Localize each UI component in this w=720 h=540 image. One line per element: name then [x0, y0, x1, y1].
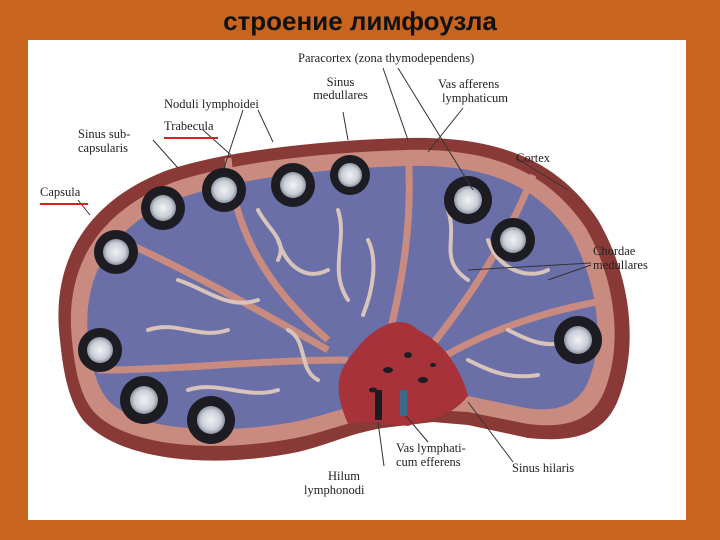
label-hilum-1: Hilum [328, 469, 360, 483]
label-vas-efferens-1: Vas lymphati- [396, 441, 466, 455]
lymphoid-nodules [78, 155, 602, 444]
label-cortex: Cortex [516, 151, 551, 165]
slide-title: строение лимфоузла [223, 6, 497, 36]
hilum-region [338, 321, 468, 426]
label-vas-afferens-2: lymphaticum [442, 91, 508, 105]
label-chordae-1: Chordae [593, 244, 636, 258]
label-sinus-sub-1: Sinus sub- [78, 127, 131, 141]
label-noduli: Noduli lymphoidei [164, 97, 259, 111]
label-vas-afferens-1: Vas afferens [438, 77, 500, 91]
diagram-panel: Paracortex (zona thymodependens) Sinus m… [28, 40, 686, 520]
label-paracortex: Paracortex (zona thymodependens) [298, 51, 475, 65]
label-sinus-hilaris: Sinus hilaris [512, 461, 575, 475]
label-sinus-medullares-2: medullares [313, 88, 368, 102]
lymph-node-illustration [40, 67, 630, 467]
label-chordae-2: medullares [593, 258, 648, 272]
leader-lines [77, 67, 592, 467]
label-sinus-sub-2: capsularis [78, 141, 128, 155]
label-trabecula: Trabecula [164, 119, 214, 133]
label-capsula: Capsula [40, 185, 81, 199]
label-sinus-medullares-1: Sinus [326, 75, 355, 89]
hilum-vessels [369, 352, 436, 393]
label-hilum-2: lymphonodi [304, 483, 365, 497]
artery-stub [400, 390, 407, 416]
medullary-cords [146, 208, 570, 395]
efferent-vessel-stub [375, 390, 382, 420]
label-vas-efferens-2: cum efferens [396, 455, 461, 469]
